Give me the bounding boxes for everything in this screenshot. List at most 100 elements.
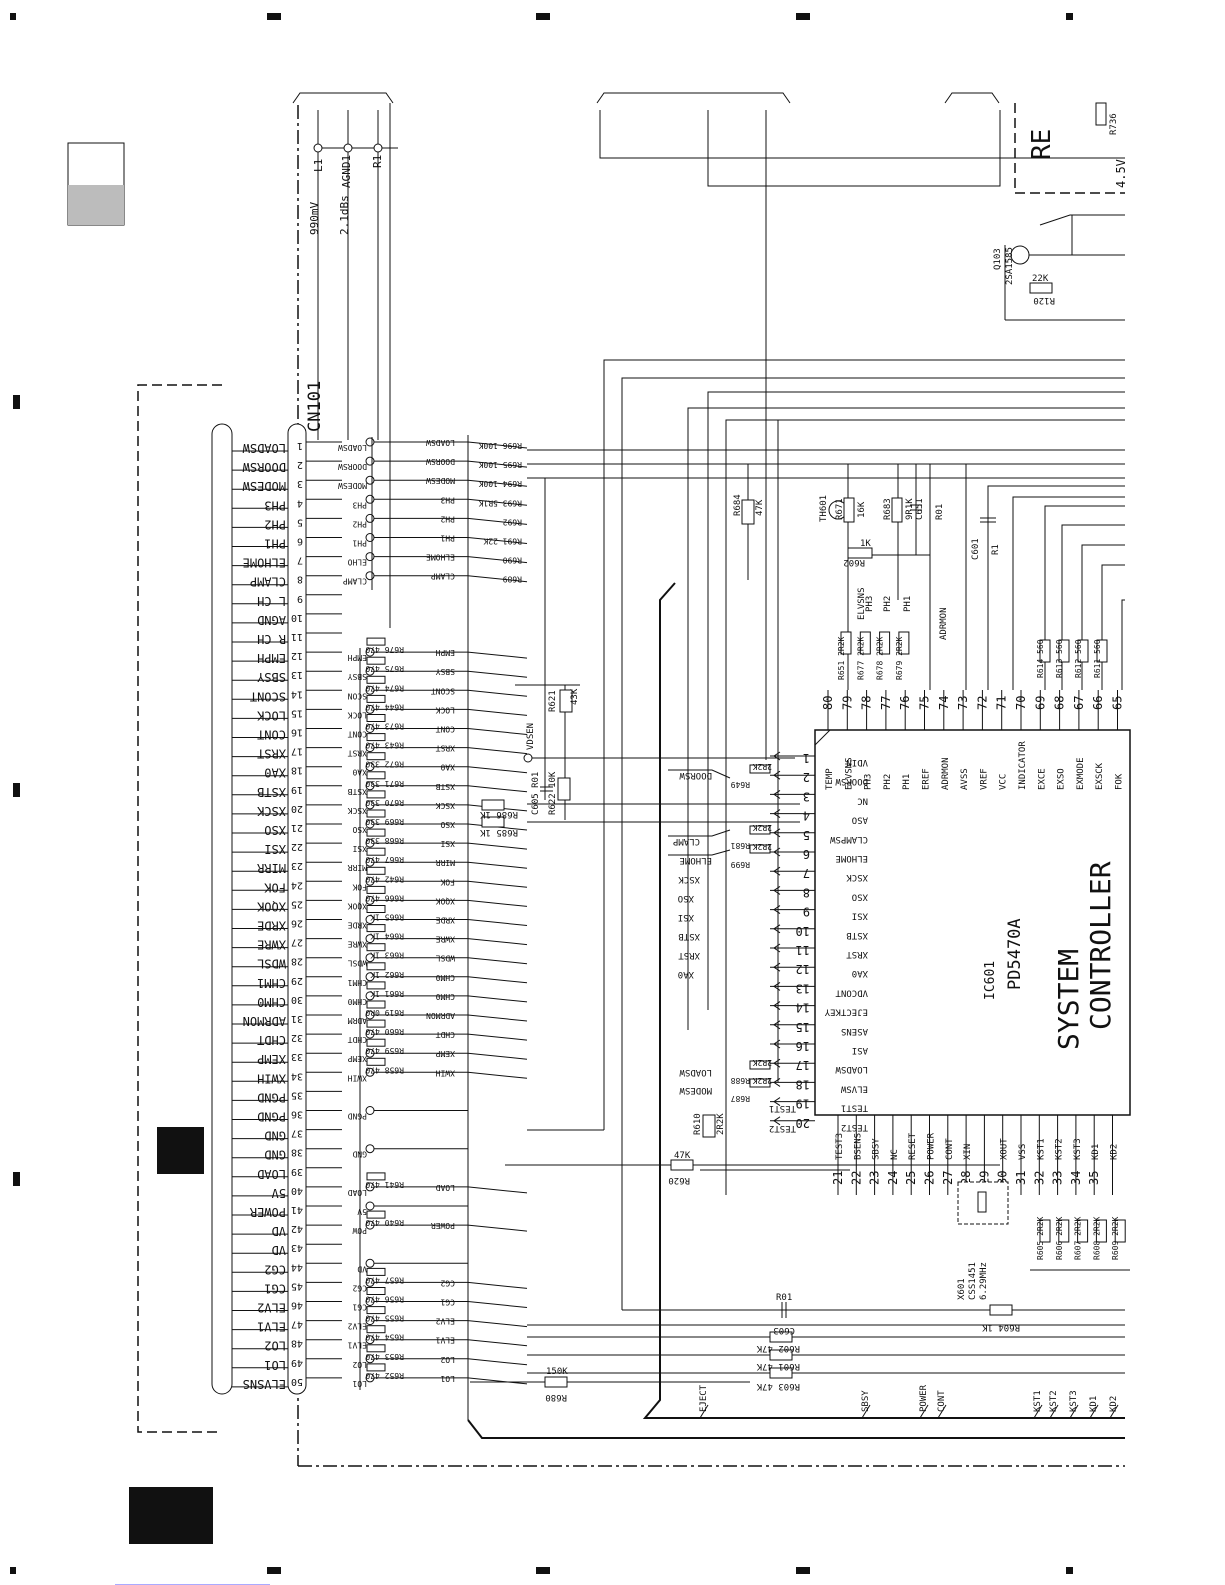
connector-pin-label: MODESW <box>242 479 286 493</box>
connector-pin-label: CHDT <box>257 1033 286 1047</box>
connector-node-label: XWIH <box>348 1073 367 1082</box>
connector-pin-label: CONT <box>257 728 286 742</box>
svg-text:47K: 47K <box>674 1151 691 1161</box>
ic601-pin-number: 5 <box>803 828 810 842</box>
connector-resistor-label: R692 <box>503 517 522 526</box>
connector-resistor-label: R693 5R1K <box>478 498 522 507</box>
resistor-label: R606 2R2K <box>1055 1216 1064 1260</box>
ic601-pin-name: EXMODE <box>1076 757 1086 790</box>
resistor-ref: R687 <box>731 1094 750 1103</box>
svg-text:R686 1K: R686 1K <box>479 809 518 819</box>
resistor-label: R612 560 <box>1074 639 1083 678</box>
connector-node-label: XSCK <box>348 806 367 815</box>
resistor-ref: R688 <box>731 1076 750 1085</box>
connector-resistor-label: R670 330 <box>365 798 404 807</box>
connector-signal-label: XQOK <box>436 896 455 905</box>
top-components <box>481 102 1130 1388</box>
connector-signal-label: ADRMON <box>426 1011 455 1020</box>
ic601-pin-number: 28 <box>959 1171 973 1185</box>
connector-resistor-label: R658 470 <box>365 1065 404 1074</box>
connector-pin-label: LOAD <box>257 1167 286 1181</box>
connector-pin-number: 7 <box>297 555 303 566</box>
resistor-label: R613 560 <box>1055 639 1064 678</box>
connector-signal-label: ELV1 <box>436 1336 455 1345</box>
connector-node-label: LOCK <box>348 710 367 719</box>
resistor-label: R607 2R2K <box>1074 1216 1083 1260</box>
connector-resistor-label: R640 470 <box>365 1218 404 1227</box>
ic601-pin-name: ELVSW <box>840 1083 868 1093</box>
connector-pin-number: 26 <box>291 918 303 929</box>
connector-signal-label: PH2 <box>440 514 455 523</box>
ic601-pin-number: 27 <box>941 1171 955 1185</box>
ic601-pin-name: VDCONT <box>835 987 868 997</box>
bus-label-doorsw: DOORSW <box>679 770 712 780</box>
connector-signal-label: EMPH <box>436 648 455 657</box>
svg-text:R685 1K: R685 1K <box>479 827 518 837</box>
svg-text:9R1K: 9R1K <box>905 498 915 520</box>
connector-resistor-label: R671 330 <box>365 779 404 788</box>
connector-pin-number: 36 <box>291 1109 303 1120</box>
connector-pin-label: CG1 <box>264 1281 286 1295</box>
svg-text:R621: R621 <box>548 690 558 712</box>
connector-pin-label: XSCK <box>256 804 286 818</box>
connector-pin-label: PGND <box>257 1110 286 1124</box>
connector-pin-number: 39 <box>291 1166 303 1177</box>
connector-pin-label: XSO <box>264 823 286 837</box>
resistor-label: 2R2K <box>753 823 772 832</box>
ic601-pin-number: 9 <box>803 905 810 919</box>
ic601-pin-name: ELHOME <box>835 853 868 863</box>
ic601-pin-name: SBSY <box>872 1138 882 1160</box>
ic601-pin-name: VCC <box>999 774 1009 790</box>
connector-signal-label: XWRE <box>436 935 455 944</box>
connector-node-label: XRDE <box>348 921 367 930</box>
connector-pin-number: 11 <box>291 631 303 642</box>
connector-pin-label: EMPH <box>257 651 286 665</box>
ic601-pin-number: 8 <box>803 885 810 899</box>
connector-pin-label: POWER <box>249 1205 286 1219</box>
svg-text:TEST2: TEST2 <box>769 1123 796 1133</box>
ic601-pin-name: KST3 <box>1073 1138 1083 1160</box>
connector-signal-label: XRDE <box>436 916 455 925</box>
connector-signal-label: XEMP <box>436 1049 455 1058</box>
ic601-pin-number: 13 <box>796 981 810 995</box>
ic601-pin-name: ADRMON <box>941 757 951 790</box>
signal-r1: R1 <box>371 155 384 168</box>
connector-pin-number: 10 <box>291 612 303 623</box>
connector-pin-label: GND <box>264 1129 286 1143</box>
ic601-pin-name: ASENS <box>841 1026 868 1036</box>
connector-resistor-label: R690 <box>503 556 522 565</box>
connector-resistor-label: R656 470 <box>365 1295 404 1304</box>
svg-text:CSS1451: CSS1451 <box>968 1262 978 1300</box>
connector-pin-label: XWRE <box>257 938 286 952</box>
ic601-pin-number: 66 <box>1091 696 1105 710</box>
svg-text:ELVSNS: ELVSNS <box>857 587 867 620</box>
svg-text:R601 47K: R601 47K <box>756 1361 800 1371</box>
ic-left-bus-labels <box>668 769 731 856</box>
connector-node-label: 5V <box>357 1207 367 1216</box>
resistor-label: R651 2R2K <box>837 636 846 680</box>
ic601-pin-number: 16 <box>796 1039 810 1053</box>
connector-pin-label: ELV1 <box>257 1320 286 1334</box>
ic601-title-line2: CONTROLLER <box>1084 861 1117 1030</box>
connector-pin-label: VD <box>272 1224 286 1238</box>
connector-resistor-label: R668 330 <box>365 836 404 845</box>
connector-node-label: MODESW <box>338 481 367 490</box>
resistor-label: R679 2R2K <box>895 636 904 680</box>
connector-resistor-label: R673 470 <box>365 722 404 731</box>
connector-signal-label: SBSY <box>436 667 455 676</box>
connector-resistor-label: R694 100K <box>478 479 522 488</box>
connector-pin-number: 42 <box>291 1223 303 1234</box>
ic601-pin-number: 25 <box>904 1171 918 1185</box>
svg-text:150K: 150K <box>546 1367 568 1377</box>
ic601-pin-name: INDICATOR <box>1018 741 1028 790</box>
connector-signal-label: CHM0 <box>436 992 455 1001</box>
connector-resistor-label: R644 470 <box>365 702 404 711</box>
connector-pin-number: 31 <box>291 1013 303 1024</box>
connector-resistor-label: R660 470 <box>365 1027 404 1036</box>
svg-text:R622 10K: R622 10K <box>548 771 558 815</box>
connector-ref: CN101 <box>305 381 325 432</box>
ic601-pin-name: CLAMPSW <box>829 834 868 844</box>
connector-node-label: PH3 <box>352 500 367 509</box>
connector-pin-label: VD <box>272 1243 286 1257</box>
